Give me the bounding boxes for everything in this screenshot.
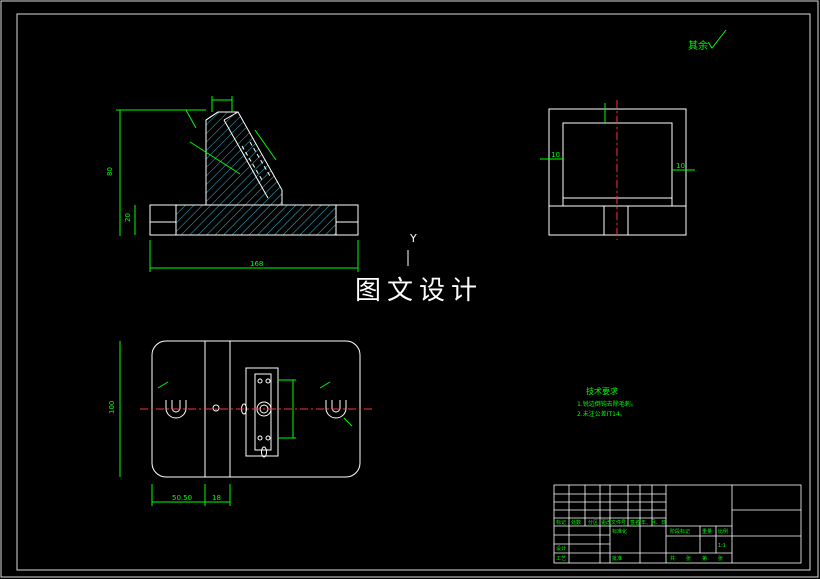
roughness-symbol-icon: [707, 29, 727, 49]
roughness-note: 其余: [688, 39, 708, 52]
top-view: 100 50.50 18: [108, 340, 372, 506]
inner-frame: [16, 13, 811, 571]
dim-side-right: 10: [676, 162, 685, 170]
title-block-labels: 标记 处数 分区 更改文件号 签名 年、月、日 设计 工艺 标准化 阶段标记 重…: [556, 519, 728, 562]
svg-text:年、月、日: 年、月、日: [641, 519, 666, 526]
watermark-text: 图文设计: [334, 272, 504, 310]
svg-text:签名: 签名: [630, 519, 640, 526]
tech-req-title: 技术要求: [586, 386, 618, 396]
svg-text:重量: 重量: [702, 528, 712, 535]
dim-front-length: 168: [250, 260, 263, 268]
svg-text:1:1: 1:1: [718, 543, 726, 549]
dim-side-left: 10: [551, 151, 560, 159]
svg-text:阶段标记: 阶段标记: [670, 528, 690, 535]
dim-top-a: 50.50: [172, 494, 192, 502]
dim-top-width: 100: [108, 401, 116, 414]
title-block: [553, 484, 802, 564]
svg-text:处数: 处数: [571, 519, 581, 526]
dim-top-b: 18: [212, 494, 221, 502]
svg-text:设计: 设计: [556, 545, 566, 552]
front-view: 80 20 168: [106, 96, 359, 272]
svg-text:第: 第: [702, 555, 707, 562]
svg-text:比例: 比例: [718, 528, 728, 535]
svg-text:批准: 批准: [612, 555, 622, 562]
axis-label-y: Y: [409, 232, 417, 245]
tech-req-item: 2.未注公差IT14。: [577, 410, 626, 418]
svg-text:工艺: 工艺: [556, 556, 566, 562]
tech-req-item: 1.锐边倒钝去除毛刺。: [577, 400, 637, 408]
svg-text:标记: 标记: [556, 519, 566, 526]
svg-text:分区: 分区: [588, 519, 598, 526]
dim-front-height-base: 20: [124, 213, 132, 222]
svg-text:张: 张: [718, 555, 723, 562]
tech-requirements: 技术要求 1.锐边倒钝去除毛刺。 2.未注公差IT14。: [577, 386, 637, 418]
svg-text:共: 共: [670, 555, 675, 562]
side-view: 10 10: [540, 100, 695, 240]
svg-text:张: 张: [686, 555, 691, 562]
svg-text:标准化: 标准化: [612, 528, 627, 535]
dim-front-height-total: 80: [106, 167, 114, 176]
svg-text:更改文件号: 更改文件号: [601, 519, 626, 526]
